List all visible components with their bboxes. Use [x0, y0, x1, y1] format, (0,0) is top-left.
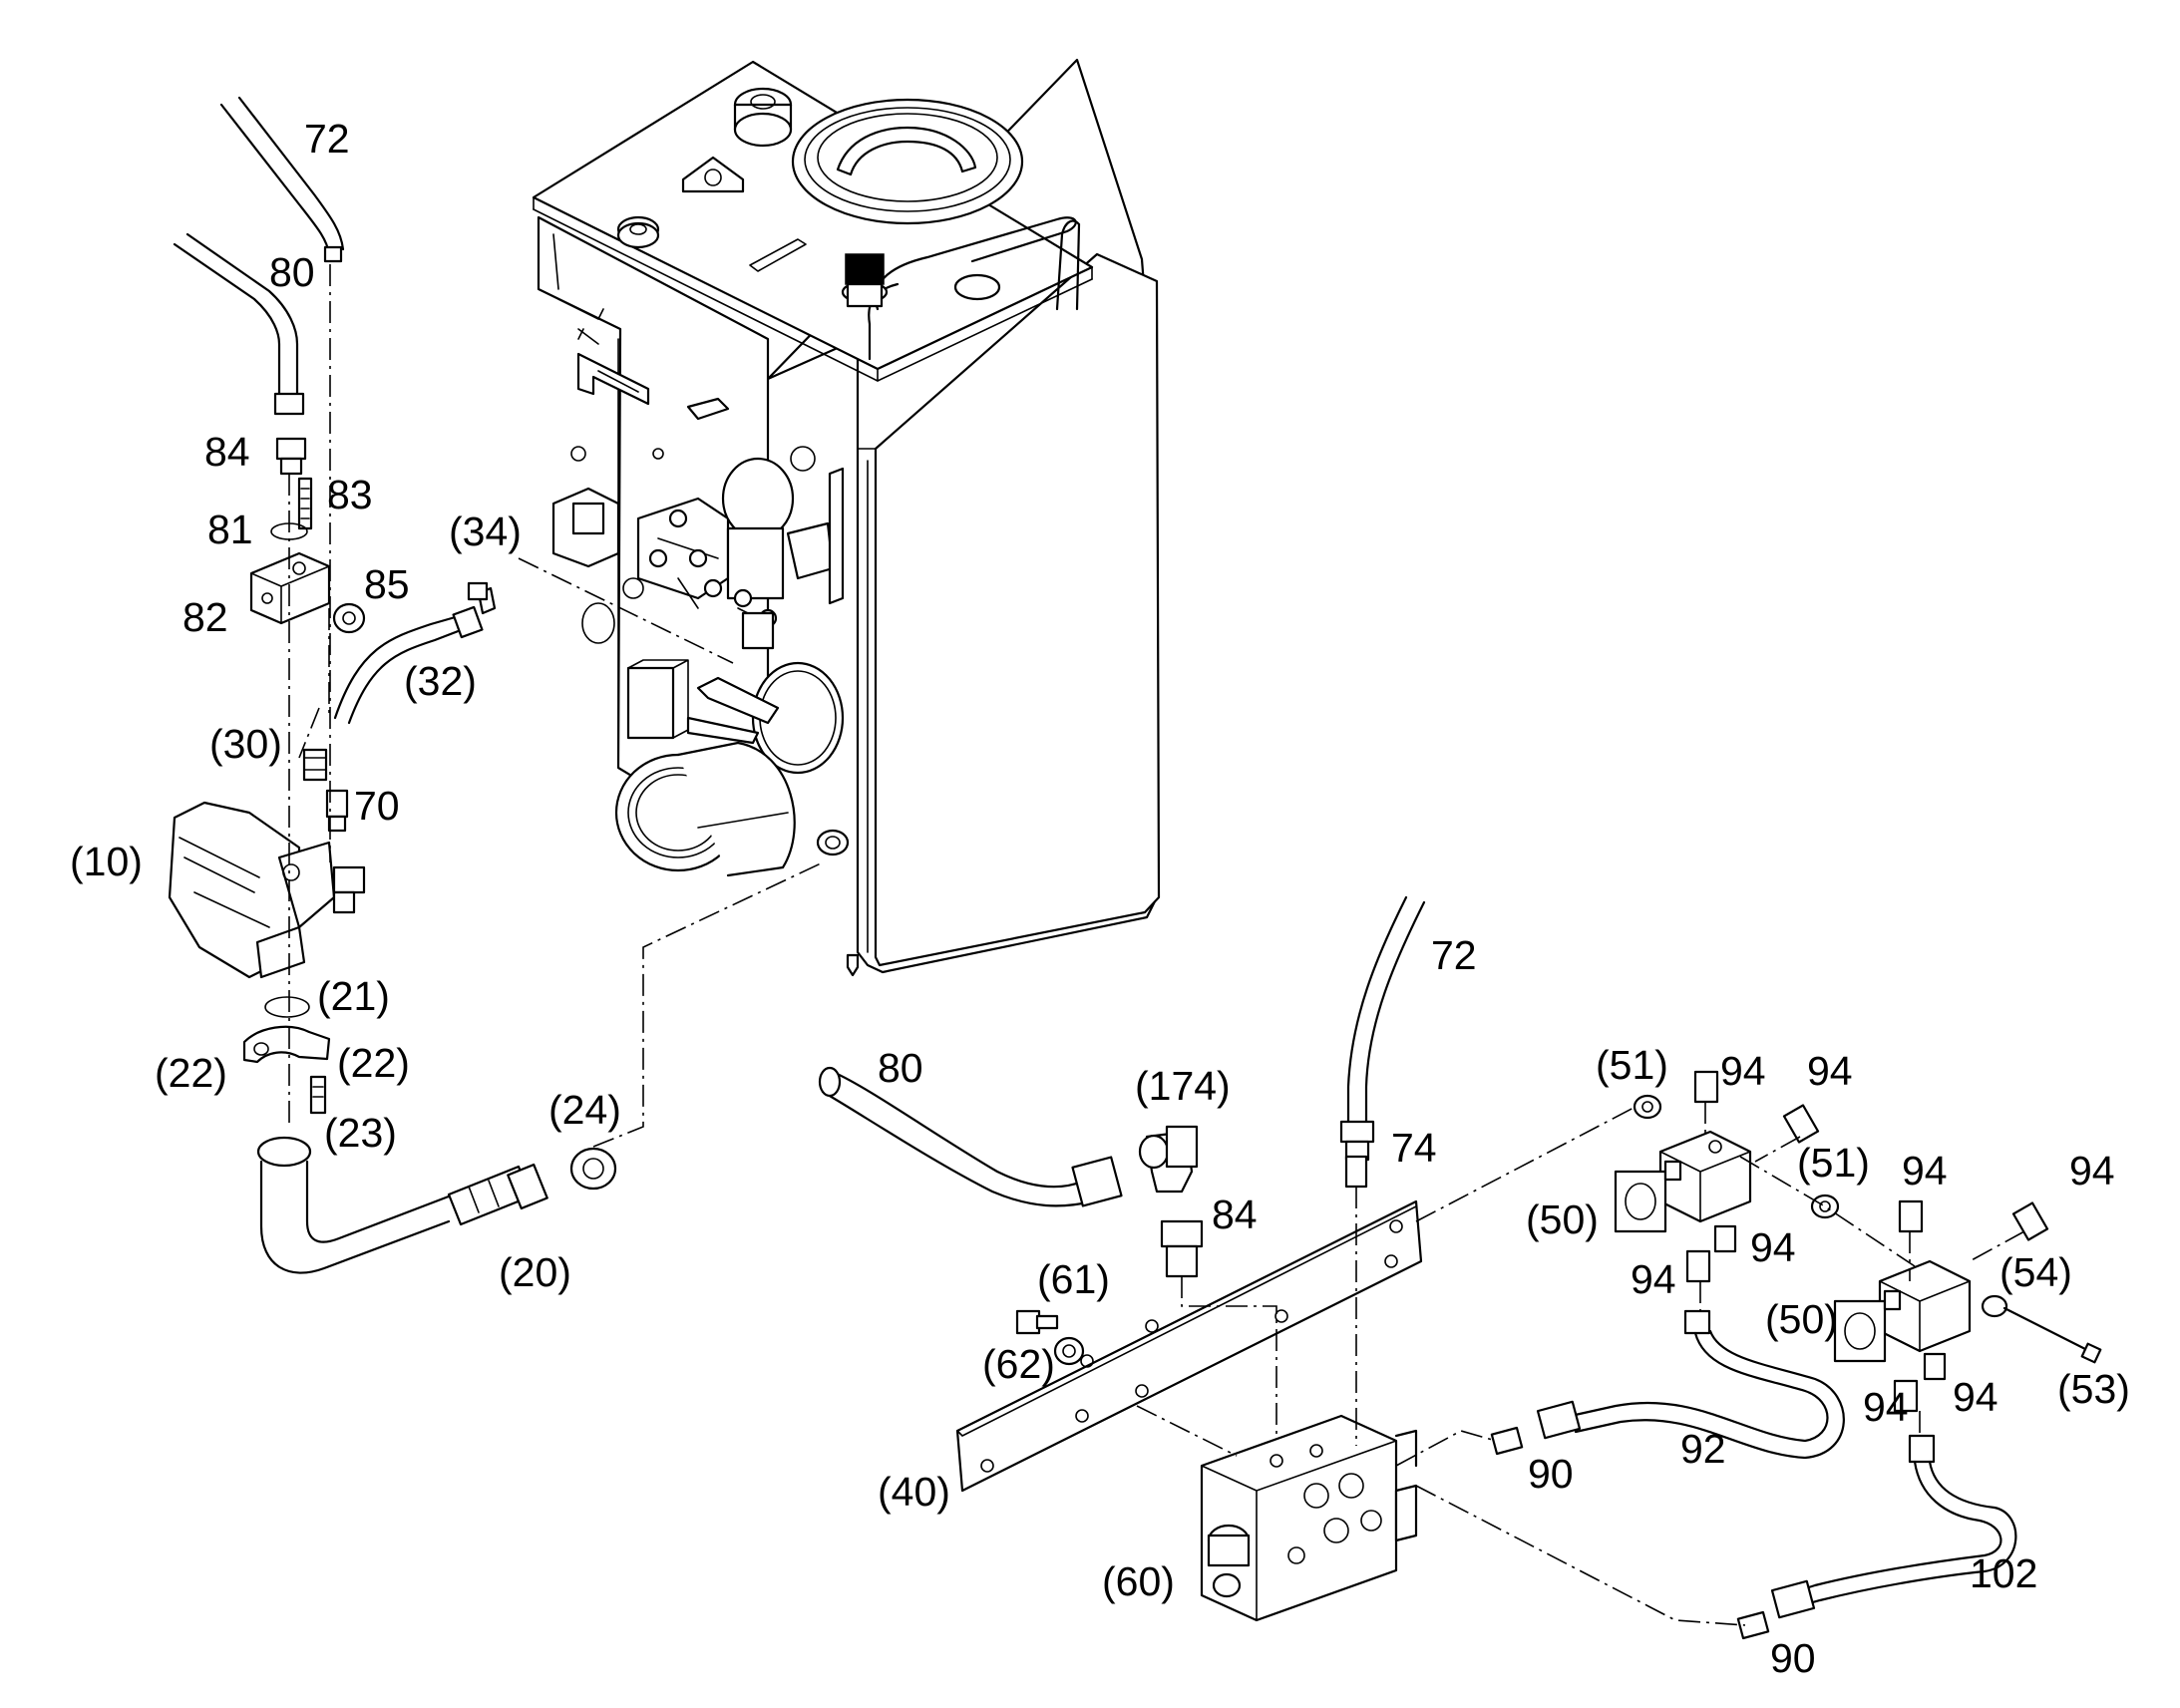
callout-23: (23)	[324, 1110, 397, 1156]
callout-53: (53)	[2057, 1366, 2130, 1412]
callout-94-c: 94	[1902, 1148, 1948, 1194]
callout-32: (32)	[404, 658, 477, 704]
assembly-lines-left	[288, 264, 824, 1148]
callout-60: (60)	[1102, 1558, 1175, 1604]
callout-94-e: 94	[1750, 1224, 1796, 1270]
callout-70: 70	[354, 783, 400, 829]
callout-90-upper: 90	[1528, 1451, 1574, 1497]
callout-94-f: 94	[1631, 1256, 1676, 1302]
callout-83: 83	[327, 472, 373, 517]
callout-102: 102	[1970, 1550, 2037, 1596]
callout-84-lower: 84	[1212, 1192, 1258, 1237]
callout-34: (34)	[449, 509, 522, 554]
callout-92: 92	[1680, 1426, 1726, 1472]
callout-84-upper: 84	[204, 429, 250, 475]
pump-assembly	[168, 96, 617, 1274]
callout-labels: 72 80 84 83 81 82 85 (34) (32) (30) 70 (…	[70, 116, 2130, 1681]
hydraulic-tank	[532, 58, 1161, 977]
callout-94-d: 94	[2069, 1148, 2115, 1194]
callout-94-g: 94	[1953, 1374, 1998, 1420]
callout-80-upper: 80	[269, 249, 315, 295]
callout-21: (21)	[317, 973, 390, 1019]
callout-10: (10)	[70, 839, 143, 884]
callout-20: (20)	[499, 1249, 571, 1295]
callout-24: (24)	[548, 1087, 621, 1133]
valve-assembly	[818, 895, 2102, 1640]
callout-40: (40)	[878, 1469, 950, 1515]
callout-54: (54)	[1999, 1249, 2072, 1295]
callout-72-lower: 72	[1431, 932, 1477, 978]
callout-85: 85	[364, 561, 410, 607]
callout-174: (174)	[1135, 1063, 1231, 1109]
callout-62: (62)	[982, 1341, 1055, 1387]
callout-51-lower: (51)	[1797, 1140, 1870, 1186]
callout-72-upper: 72	[304, 116, 350, 162]
callout-30: (30)	[209, 721, 282, 767]
callout-81: 81	[207, 507, 253, 552]
callout-51-upper: (51)	[1596, 1042, 1668, 1088]
callout-94-b: 94	[1807, 1048, 1853, 1094]
callout-90-lower: 90	[1770, 1635, 1816, 1681]
callout-50-upper: (50)	[1526, 1196, 1599, 1242]
callout-94-a: 94	[1720, 1048, 1766, 1094]
assembly-lines-right	[1136, 1102, 2025, 1626]
callout-22-left: (22)	[155, 1050, 227, 1096]
callout-22-right: (22)	[337, 1040, 410, 1086]
callout-94-h: 94	[1863, 1384, 1909, 1430]
callout-82: 82	[182, 594, 228, 640]
callout-74: 74	[1391, 1125, 1437, 1171]
callout-61: (61)	[1037, 1256, 1110, 1302]
callout-50-lower: (50)	[1765, 1296, 1838, 1342]
callout-80-lower: 80	[878, 1045, 923, 1091]
